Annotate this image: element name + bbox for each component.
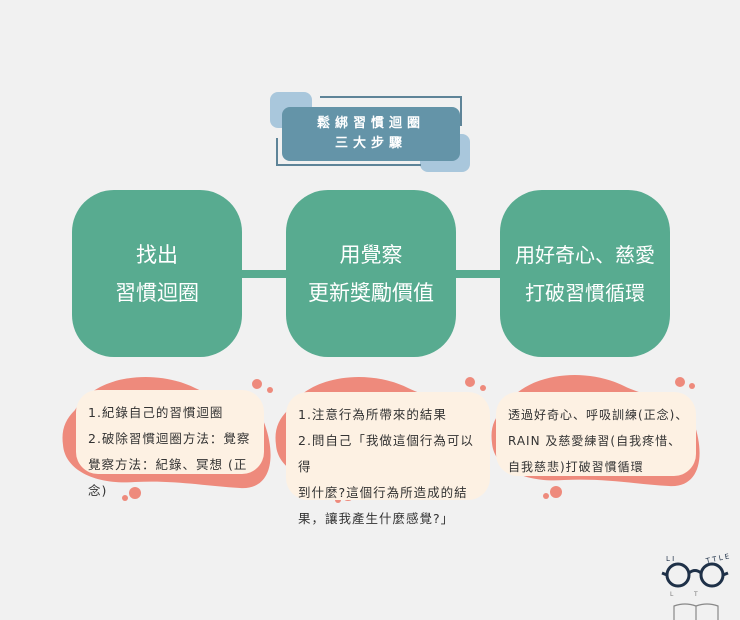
step-3-line-2: 打破習慣循環: [525, 280, 645, 305]
note-2-line-2: 2.問自己「我做這個行為可以得: [298, 433, 474, 474]
note-step-1: 1.紀錄自己的習慣迴圈 2.破除習慣迴圈方法：覺察 覺察方法：紀錄、冥想 (正念…: [76, 390, 264, 498]
step-1-box: 找出 習慣迴圈: [72, 190, 242, 357]
note-1-line-3: 覺察方法：紀錄、冥想 (正念): [88, 457, 248, 498]
note-step-2: 1.注意行為所帶來的結果 2.問自己「我做這個行為可以得 到什麼?這個行為所造成…: [286, 392, 490, 526]
title-frame-line: [320, 96, 460, 98]
glasses-book-icon: L I T T L E L T: [661, 552, 730, 620]
svg-text:T: T: [693, 591, 698, 598]
connector-line: [450, 270, 506, 278]
svg-text:L I: L I: [666, 555, 674, 563]
note-1-line-2: 2.破除習慣迴圈方法：覺察: [88, 431, 251, 446]
step-3-line-1: 用好奇心、慈愛: [515, 242, 655, 267]
note-3-line-2: RAIN 及慈愛練習(自我疼惜、: [508, 434, 682, 448]
note-step-3: 透過好奇心、呼吸訓練(正念)、 RAIN 及慈愛練習(自我疼惜、 自我慈悲)打破…: [496, 392, 696, 476]
title-banner: 鬆綁習慣迴圈 三大步驟: [270, 92, 470, 172]
note-2-line-1: 1.注意行為所帶來的結果: [298, 407, 447, 422]
note-2-line-3: 到什麼?這個行為所造成的結: [298, 485, 468, 500]
page-title: 鬆綁習慣迴圈 三大步驟: [282, 107, 460, 161]
step-2-line-1: 用覺察: [339, 242, 403, 267]
step-1-line-2: 習慣迴圈: [115, 280, 199, 305]
note-2-line-4: 果，讓我產生什麼感覺?」: [298, 511, 455, 526]
step-1-line-1: 找出: [136, 242, 178, 267]
note-3-line-1: 透過好奇心、呼吸訓練(正念)、: [508, 408, 689, 422]
title-line-2: 三大步驟: [334, 136, 407, 151]
title-line-1: 鬆綁習慣迴圈: [316, 116, 425, 131]
connector-line: [236, 270, 292, 278]
title-frame-line: [276, 164, 421, 166]
title-frame-line: [276, 138, 278, 166]
step-2-line-2: 更新獎勵價值: [308, 280, 434, 305]
svg-text:L: L: [670, 591, 674, 598]
step-3-box: 用好奇心、慈愛 打破習慣循環: [500, 190, 670, 357]
title-frame-line: [460, 96, 462, 126]
note-3-line-3: 自我慈悲)打破習慣循環: [508, 460, 644, 474]
step-2-box: 用覺察 更新獎勵價值: [286, 190, 456, 357]
note-1-line-1: 1.紀錄自己的習慣迴圈: [88, 405, 224, 420]
